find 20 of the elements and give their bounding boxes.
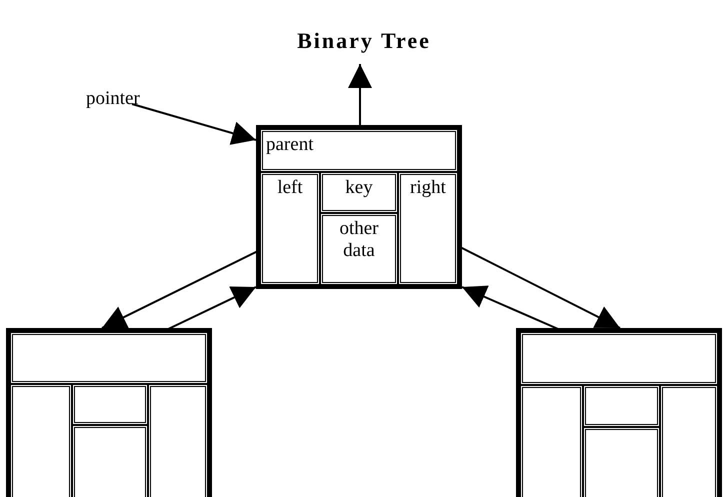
record-field	[10, 332, 208, 384]
record-field	[72, 384, 148, 425]
record-box	[516, 328, 722, 497]
record-field: left	[260, 172, 320, 285]
record-field	[583, 427, 660, 497]
record-field	[520, 385, 583, 497]
record-field: other data	[320, 213, 398, 285]
record-field: key	[320, 172, 398, 213]
record-box	[256, 125, 462, 289]
record-field	[520, 332, 718, 385]
record-field	[10, 384, 72, 497]
record-field	[72, 425, 148, 497]
record-field: parent	[260, 129, 458, 172]
record-box	[6, 328, 212, 497]
record-field	[583, 385, 660, 427]
arrow	[132, 103, 256, 145]
diagram-title: Binary Tree	[296, 28, 432, 54]
record-field: right	[398, 172, 458, 285]
record-field	[148, 384, 208, 497]
record-field	[660, 385, 718, 497]
